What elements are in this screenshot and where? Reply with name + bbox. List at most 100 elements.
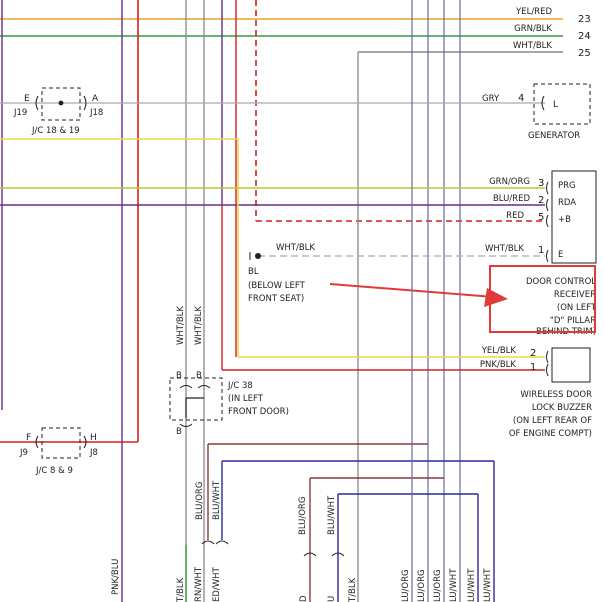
- pin-25: 25: [578, 48, 591, 59]
- buzzer-label-1: WIRELESS DOOR: [520, 390, 592, 400]
- buzzer-conn-2: [546, 363, 549, 377]
- receiver-pin-3: 3: [538, 178, 544, 189]
- receiver-wire-b: RED: [506, 211, 524, 221]
- jc38-pin-1: B: [176, 371, 182, 381]
- ground-point: [255, 253, 261, 259]
- buzzer-box: [551, 347, 591, 383]
- buzzer-pin-1: 1: [530, 362, 536, 373]
- blabel-5: U: [327, 596, 337, 602]
- pin-23: 23: [578, 14, 591, 25]
- blabel-12: LU/WHT: [483, 568, 493, 602]
- receiver-label-4: "D" PILLAR: [550, 316, 596, 326]
- receiver-pin-1: 1: [538, 245, 544, 256]
- jc18-label: J/C 18 & 19: [31, 126, 80, 136]
- receiver-wire-e: WHT/BLK: [485, 244, 524, 254]
- jc38-line-3: FRONT DOOR): [228, 407, 289, 417]
- lower-conn-2: [215, 540, 229, 545]
- receiver-term-b: +B: [558, 215, 571, 225]
- jc18-junction: [58, 100, 64, 106]
- blabel-10: LU/WHT: [449, 568, 459, 602]
- jc8-conn-j9: J9: [19, 448, 28, 458]
- jc8-left-connector: [35, 435, 39, 449]
- receiver-conn-2: [546, 198, 549, 212]
- jc38-line-1: J/C 38: [227, 381, 253, 391]
- jc38-line-2: (IN LEFT: [228, 394, 264, 404]
- generator-box: [533, 83, 591, 125]
- buzzer-wire-2: PNK/BLK: [480, 360, 516, 370]
- blabel-6: T/BLK: [348, 577, 358, 602]
- buzzer-label-2: LOCK BUZZER: [532, 403, 592, 413]
- buzzer-label-3: (ON LEFT REAR OF: [513, 416, 592, 426]
- jc38-pin-3: B: [176, 427, 182, 437]
- jc8-conn-j8: J8: [89, 448, 98, 458]
- receiver-pin-2: 2: [538, 195, 544, 206]
- jc18-conn-j19: J19: [13, 108, 27, 118]
- generator-pin: 4: [518, 93, 524, 104]
- receiver-conn-3: [546, 214, 549, 228]
- buzzer-label-4: OF ENGINE COMPT): [509, 429, 592, 439]
- label-grn-blk: GRN/BLK: [514, 24, 552, 34]
- vlabel-wht-blk-2: WHT/BLK: [194, 306, 204, 345]
- blabel-1: T/BLK: [176, 577, 186, 602]
- annotation-arrow-head: [484, 288, 508, 307]
- lower-conn-3: [303, 552, 317, 557]
- vlabel-blu-wht-2: BLU/WHT: [327, 495, 337, 535]
- generator-wire-label: GRY: [482, 94, 500, 104]
- jc38-pin-2: B: [196, 371, 202, 381]
- lower-conn-4: [331, 552, 345, 557]
- jc8-label: J/C 8 & 9: [35, 466, 73, 476]
- ground-line-3: FRONT SEAT): [248, 294, 304, 304]
- pin-24: 24: [578, 31, 591, 42]
- receiver-wire-prg: GRN/ORG: [489, 177, 530, 187]
- label-yel-red: YEL/RED: [515, 7, 552, 17]
- buzzer-wire-1: YEL/BLK: [481, 346, 517, 356]
- generator-label: GENERATOR: [528, 131, 580, 141]
- vlabel-pnk-blu: PNK/BLU: [111, 559, 121, 595]
- jc38-conn-3: [179, 423, 193, 427]
- jc8-pin-f: F: [26, 433, 31, 443]
- jc18-conn-j18: J18: [89, 108, 103, 118]
- lower-conn-1: [201, 540, 215, 545]
- vlabel-blu-org-1: BLU/ORG: [195, 482, 205, 520]
- jc18-pin-a: A: [92, 94, 99, 104]
- receiver-pin-5: 5: [538, 212, 544, 223]
- blabel-4: D: [299, 595, 309, 602]
- receiver-conn-4: [546, 249, 549, 263]
- ground-line-2: (BELOW LEFT: [248, 281, 306, 291]
- jc8-right-connector: [83, 435, 87, 449]
- blabel-3: ED/WHT: [212, 566, 222, 602]
- ground-wire-label: WHT/BLK: [276, 243, 315, 253]
- receiver-label-2: RECEIVER: [554, 290, 596, 300]
- receiver-box: [551, 170, 597, 264]
- blabel-11: LU/WHT: [467, 568, 477, 602]
- jc8-pin-h: H: [90, 433, 97, 443]
- receiver-term-rda: RDA: [558, 198, 576, 208]
- receiver-label-1: DOOR CONTROL: [526, 277, 596, 287]
- receiver-label-3: (ON LEFT: [557, 303, 597, 313]
- blabel-2: RN/WHT: [194, 566, 204, 602]
- jc38-conn-1: [179, 385, 193, 389]
- vlabel-blu-wht-1: BLU/WHT: [212, 480, 222, 520]
- ground-line-1: BL: [248, 267, 259, 277]
- buzzer-pin-2: 2: [530, 348, 536, 359]
- blabel-8: LU/ORG: [417, 569, 427, 602]
- generator-terminal: L: [553, 100, 558, 110]
- blabel-7: LU/ORG: [401, 569, 411, 602]
- jc8-box: [41, 427, 81, 459]
- buzzer-conn-1: [546, 350, 549, 364]
- jc18-pin-e: E: [24, 94, 30, 104]
- generator-connector: [541, 95, 545, 111]
- vlabel-wht-blk-1: WHT/BLK: [176, 306, 186, 345]
- label-wht-blk-top: WHT/BLK: [513, 41, 552, 51]
- receiver-conn-1: [546, 181, 549, 195]
- jc38-conn-2: [197, 385, 211, 389]
- jc18-right-connector: [83, 95, 87, 111]
- jc18-left-connector: [35, 95, 39, 111]
- blabel-9: LU/ORG: [433, 569, 443, 602]
- jc38-box: [169, 377, 223, 421]
- vlabel-blu-org-2: BLU/ORG: [298, 497, 308, 535]
- receiver-term-prg: PRG: [558, 181, 576, 191]
- receiver-wire-rda: BLU/RED: [493, 194, 531, 204]
